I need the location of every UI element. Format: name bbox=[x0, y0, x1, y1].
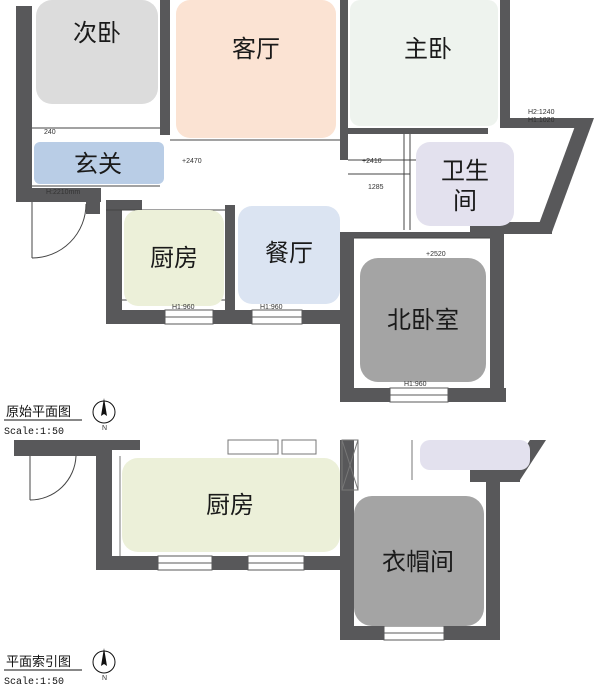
entrance-door bbox=[31, 202, 87, 259]
bathroom-area-bottom bbox=[420, 440, 530, 470]
dim-2410: +2410 bbox=[362, 158, 382, 165]
north-arrow-icon: N bbox=[92, 648, 116, 682]
scale-top: Scale:1:50 bbox=[4, 426, 64, 438]
label-dining-room: 餐厅 bbox=[265, 239, 313, 267]
dim-2520: +2520 bbox=[426, 251, 446, 258]
label-bathroom-line1: 卫生 bbox=[441, 157, 489, 185]
label-cloakroom: 衣帽间 bbox=[382, 548, 454, 576]
windows-bottom bbox=[157, 555, 445, 641]
north-letter-bottom: N bbox=[102, 675, 107, 682]
label-kitchen-top: 厨房 bbox=[150, 244, 198, 272]
caption-index-plan: 平面索引图 bbox=[6, 654, 71, 669]
scale-bottom: Scale:1:50 bbox=[4, 676, 64, 688]
dim-h1-960-b: H1:960 bbox=[260, 304, 283, 311]
rooms-top bbox=[34, 0, 514, 382]
caption-top: 原始平面图 Scale:1:50 bbox=[4, 404, 82, 438]
room-labels-top: 次卧 客厅 主卧 玄关 卫生 间 厨房 餐厅 北卧室 bbox=[73, 19, 489, 334]
entrance-area bbox=[34, 142, 164, 184]
caption-original-plan: 原始平面图 bbox=[6, 404, 71, 419]
dim-h1-1020: H1:1020 bbox=[528, 117, 555, 124]
dim-h2-1240: H2:1240 bbox=[528, 109, 555, 116]
label-entrance: 玄关 bbox=[74, 150, 122, 178]
dim-240: 240 bbox=[44, 129, 56, 136]
label-master-bedroom: 主卧 bbox=[404, 35, 452, 63]
kitchen-area bbox=[124, 210, 224, 306]
master-bedroom-area bbox=[350, 0, 498, 126]
north-arrow-icon: N bbox=[92, 398, 116, 432]
north-letter-top: N bbox=[102, 425, 107, 432]
dim-2210: H:2210mm bbox=[46, 189, 80, 196]
dining-room-area bbox=[238, 206, 340, 304]
interior-lines-bottom bbox=[119, 439, 413, 556]
cloakroom-area bbox=[354, 496, 484, 626]
north-bedroom-area bbox=[360, 258, 486, 382]
label-bathroom-line2: 间 bbox=[453, 187, 477, 215]
bathroom-area bbox=[416, 142, 514, 226]
caption-bottom: 平面索引图 Scale:1:50 bbox=[4, 654, 82, 688]
dim-h1-960-c: H1:960 bbox=[404, 381, 427, 388]
dimensions-top: 240 H:2210mm +2470 +2410 1285 +2520 H2:1… bbox=[44, 109, 555, 388]
kitchen-area-bottom bbox=[122, 458, 340, 552]
dim-1285: 1285 bbox=[368, 184, 384, 191]
label-north-bedroom: 北卧室 bbox=[387, 306, 459, 334]
room-labels-bottom: 厨房 衣帽间 bbox=[206, 491, 454, 576]
second-bedroom-area bbox=[36, 0, 158, 104]
label-second-bedroom: 次卧 bbox=[73, 19, 121, 47]
door-bottom bbox=[29, 455, 77, 501]
dim-h1-960-a: H1:960 bbox=[172, 304, 195, 311]
dim-2470: +2470 bbox=[182, 158, 202, 165]
windows-top bbox=[164, 309, 449, 403]
label-living-room: 客厅 bbox=[232, 35, 280, 63]
label-kitchen-bottom: 厨房 bbox=[206, 491, 254, 519]
living-room-area bbox=[176, 0, 336, 138]
rooms-bottom bbox=[122, 440, 530, 626]
